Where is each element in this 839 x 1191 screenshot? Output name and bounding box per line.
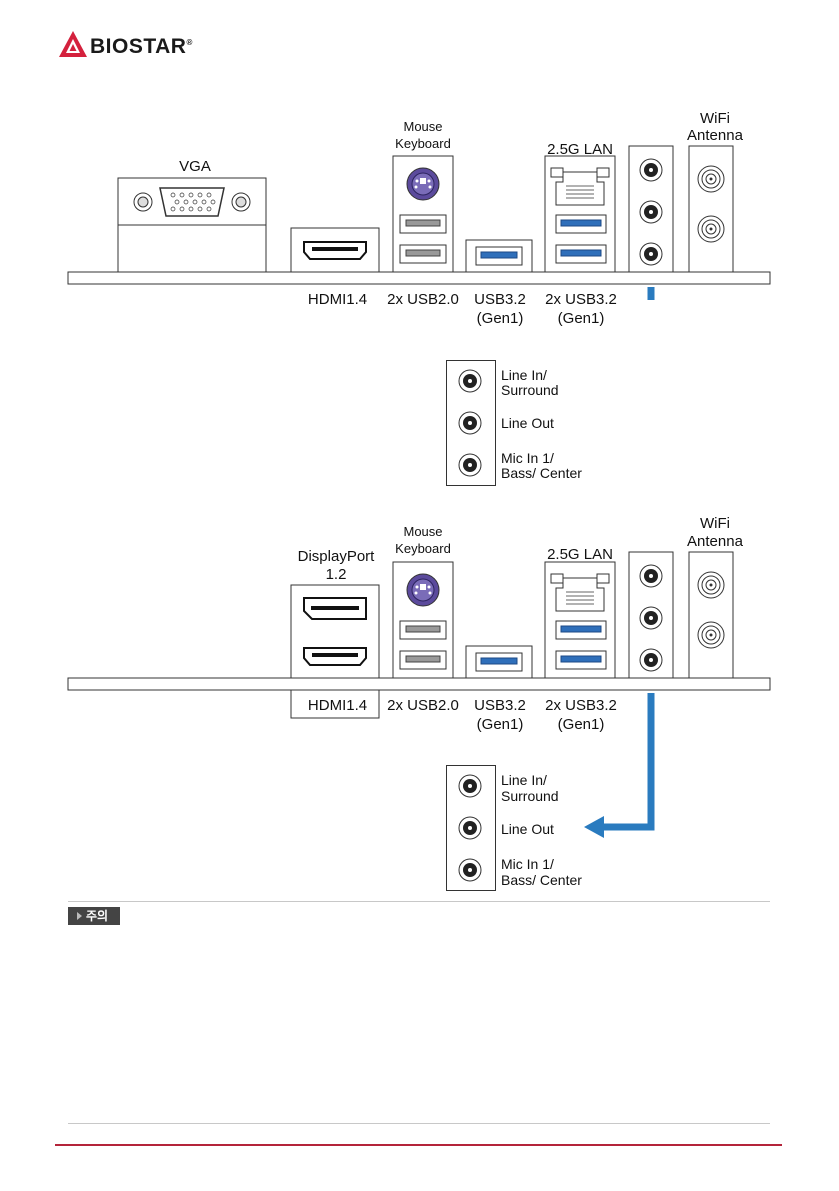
usb32-single-icon bbox=[465, 239, 533, 273]
line-in-label: Line In/ bbox=[501, 367, 547, 383]
audio-jack-stack-icon bbox=[628, 551, 674, 679]
audio-jack-stack-icon bbox=[628, 145, 674, 273]
footer-red-rule bbox=[55, 1144, 782, 1146]
wifi-label: WiFi bbox=[700, 110, 730, 127]
mic-in-label: Mic In 1/ bbox=[501, 450, 554, 466]
hdmi-port-icon bbox=[290, 227, 380, 273]
io-panel-1-drawing bbox=[67, 145, 771, 300]
note-arrow-icon bbox=[77, 912, 82, 920]
io-panel-2-drawing bbox=[67, 551, 771, 838]
usb32-single-gen: (Gen1) bbox=[476, 310, 524, 327]
bass-center-label: Bass/ Center bbox=[501, 465, 582, 481]
usb32-single-icon bbox=[465, 645, 533, 679]
usb32-double-gen: (Gen1) bbox=[557, 716, 605, 733]
keyboard-label: Keyboard bbox=[395, 541, 451, 556]
audio-detail-1-icon bbox=[446, 360, 496, 486]
usb32-double-gen: (Gen1) bbox=[557, 310, 605, 327]
wifi-antenna-icon bbox=[688, 551, 734, 679]
ps2-usb20-stack-icon bbox=[392, 155, 454, 273]
wifi-label: WiFi bbox=[700, 515, 730, 532]
hdmi-label: HDMI1.4 bbox=[307, 697, 368, 714]
mouse-label: Mouse bbox=[403, 119, 443, 134]
mic-in-label: Mic In 1/ bbox=[501, 856, 554, 872]
usb32-single-label: USB3.2 bbox=[474, 291, 526, 308]
usb32-single-label: USB3.2 bbox=[474, 697, 526, 714]
footer-gray-rule bbox=[68, 1123, 770, 1124]
displayport-hdmi-stack-icon bbox=[290, 584, 380, 719]
hdmi-label: HDMI1.4 bbox=[307, 291, 368, 308]
keyboard-label: Keyboard bbox=[395, 136, 451, 151]
line-out-label: Line Out bbox=[501, 415, 554, 431]
usb32-single-gen: (Gen1) bbox=[476, 716, 524, 733]
surround-label: Surround bbox=[501, 788, 559, 804]
note-badge: 주의 bbox=[68, 907, 120, 925]
usb32-double-label: 2x USB3.2 bbox=[545, 291, 617, 308]
displayport-label: DisplayPort bbox=[297, 548, 375, 565]
antenna-label: Antenna bbox=[687, 533, 743, 550]
brand-name: BIOSTAR® bbox=[90, 35, 193, 58]
usb20-label: 2x USB2.0 bbox=[387, 291, 459, 308]
lan-usb32-stack-icon bbox=[544, 155, 616, 273]
biostar-logo-icon bbox=[59, 31, 87, 57]
line-in-label: Line In/ bbox=[501, 772, 547, 788]
bass-center-label: Bass/ Center bbox=[501, 872, 582, 888]
vga-port-icon bbox=[117, 177, 267, 273]
line-out-label: Line Out bbox=[501, 821, 554, 837]
note-top-rule bbox=[68, 901, 770, 902]
usb32-double-label: 2x USB3.2 bbox=[545, 697, 617, 714]
wifi-antenna-icon bbox=[688, 145, 734, 273]
vga-label: VGA bbox=[179, 158, 211, 175]
usb20-label: 2x USB2.0 bbox=[387, 697, 459, 714]
lan-label: 2.5G LAN bbox=[547, 546, 613, 563]
displayport-version: 1.2 bbox=[325, 566, 347, 583]
note-label: 주의 bbox=[86, 909, 109, 923]
antenna-label: Antenna bbox=[687, 127, 743, 144]
lan-usb32-stack-icon bbox=[544, 561, 616, 679]
mouse-label: Mouse bbox=[403, 524, 443, 539]
ps2-usb20-stack-icon bbox=[392, 561, 454, 679]
audio-detail-2-icon bbox=[446, 765, 496, 891]
surround-label: Surround bbox=[501, 382, 559, 398]
lan-label: 2.5G LAN bbox=[547, 141, 613, 158]
